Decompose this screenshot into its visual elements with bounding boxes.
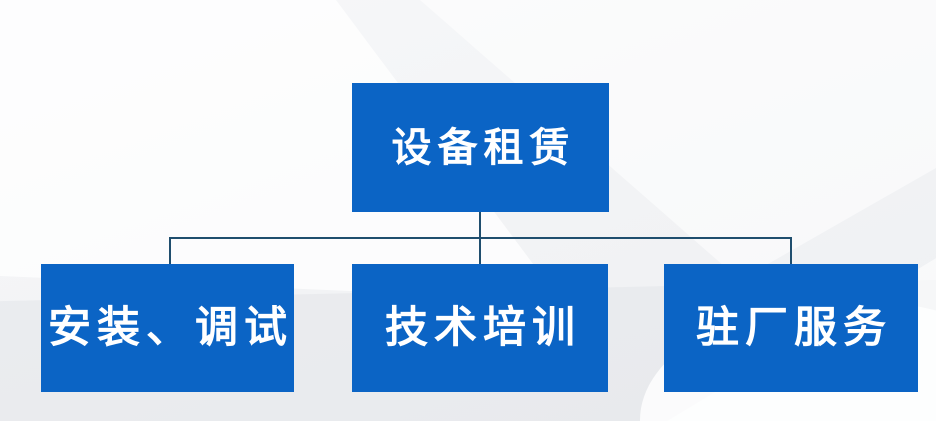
node-technical-training: 技术培训	[352, 264, 608, 392]
connector-right-drop	[790, 237, 792, 264]
node-label: 安装、调试	[48, 304, 293, 352]
connector-horizontal-bar	[169, 237, 792, 239]
node-equipment-leasing: 设备租赁	[352, 83, 609, 212]
node-installation-debugging: 安装、调试	[41, 264, 294, 392]
connector-left-drop	[169, 237, 171, 264]
node-onsite-service: 驻厂服务	[664, 264, 918, 392]
node-label: 技术培训	[385, 304, 581, 352]
node-label: 设备租赁	[391, 124, 576, 170]
node-label: 驻厂服务	[696, 304, 892, 352]
